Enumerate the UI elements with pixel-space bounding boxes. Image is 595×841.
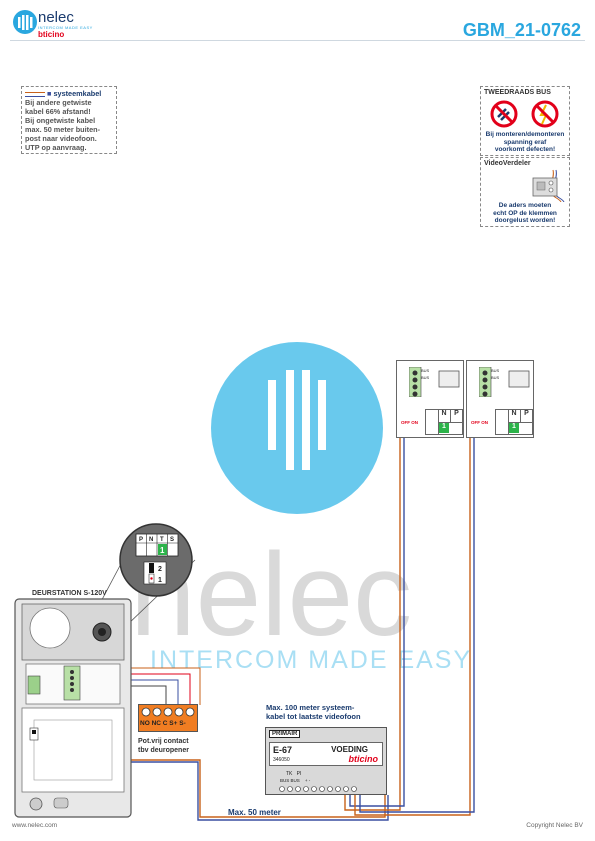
brand-slogan: INTERCOM MADE EASY: [38, 25, 93, 30]
no-voltage-icon: [531, 100, 559, 128]
video-panel-title: VideoVerdeler: [484, 160, 531, 167]
door-station: [14, 598, 132, 818]
note-line: UTP op aanvraag.: [25, 143, 87, 152]
cable-legend: ■ systeemkabel: [25, 89, 113, 98]
videophone-1-address-table: N P 1: [425, 409, 463, 435]
power-terminal-labels: BUS BUS + -: [280, 778, 311, 783]
videophone-1-front: [409, 367, 460, 397]
dip-label-n: N: [149, 537, 153, 543]
dip-switch-zoom: P N T S 1 2 1: [119, 523, 193, 597]
videophone-2-switch: OFF ON: [471, 420, 488, 425]
no-plug-icon: [490, 100, 518, 128]
dip-label-t: T: [160, 537, 164, 543]
watermark-circle: [211, 342, 383, 514]
brand-name: nelec: [38, 9, 74, 26]
dip-label-p: P: [139, 537, 143, 543]
videophone-1-switch: OFF ON: [401, 420, 418, 425]
bus-warning-panel: TWEEDRAADS BUS Bij monteren/demonteren s…: [480, 86, 570, 156]
note-line: Bij andere getwiste: [25, 98, 92, 107]
bus-panel-caption: Bij monteren/demonteren spanning eraf vo…: [485, 131, 565, 153]
power-bottom-labels: TK PI: [286, 771, 302, 777]
dip-value: 1: [160, 546, 165, 555]
vp2-wire-orange: [354, 425, 471, 816]
document-number: GBM_21-0762: [462, 20, 581, 40]
door-station-title: DEURSTATION S-120V: [32, 590, 107, 597]
header-divider: [10, 40, 585, 41]
power-brand: bticino: [348, 754, 379, 764]
power-model: E-67: [273, 745, 293, 755]
relay-caption: Pot.vrij contact tbv deuropener: [138, 738, 189, 754]
footer-copyright: Copyright Nelec BV: [526, 822, 583, 829]
dip-label-s: S: [170, 537, 174, 543]
jumper-block: [143, 561, 167, 585]
dip-value-cell: [158, 544, 167, 555]
footer-website: www.nelec.com: [12, 822, 58, 829]
videophone-1-screen: [438, 370, 460, 388]
power-supply: PRIMAIR E-67 VOEDING bticino 346050 TK P…: [265, 727, 387, 795]
note-line: Bij ongetwiste kabel: [25, 116, 96, 125]
bus-panel-title: TWEEDRAADS BUS: [484, 89, 551, 96]
power-terminals: [279, 786, 357, 792]
cable-length-note: Max. 50 meter: [228, 808, 281, 817]
vp2-wire-blue: [359, 425, 475, 813]
video-distributor-panel: VideoVerdeler De aders moeten echt OP de…: [480, 157, 570, 227]
videophone-2-screen: [508, 370, 530, 388]
relay-terminal-labels: NO NC C S+ S-: [140, 720, 186, 727]
power-label-panel: E-67 VOEDING bticino 346050: [269, 742, 383, 766]
no-power-icons: [490, 100, 559, 128]
relay-screws: [141, 707, 195, 717]
vp1-wire-blue: [349, 425, 405, 807]
power-max-note: Max. 100 meter systeem- kabel tot laatst…: [266, 703, 361, 721]
jumper-label-1: 1: [158, 577, 162, 584]
power-name: VOEDING: [331, 745, 368, 754]
videophone-2-address-table: N P 1: [495, 409, 533, 435]
note-line: kabel 66% afstand!: [25, 107, 91, 116]
mic-icon: [29, 797, 43, 811]
distributor-icon: [532, 169, 565, 202]
power-code: 346050: [273, 757, 290, 763]
relay-module: NO NC C S+ S-: [138, 704, 198, 732]
videophone-2-front: [479, 367, 530, 397]
note-line: post naar videofoon.: [25, 134, 97, 143]
jumper-label-2: 2: [158, 566, 162, 573]
vp1-wire-orange: [344, 425, 401, 811]
primary-label: PRIMAIR: [269, 730, 301, 738]
nelec-logo-icon: [13, 10, 37, 34]
speaker: [29, 607, 71, 649]
partner-brand: bticino: [38, 30, 65, 39]
video-panel-caption: De aders moeten echt OP de klemmen doorg…: [493, 202, 557, 224]
cable-note-box: ■ systeemkabel Bij andere getwiste kabel…: [21, 86, 117, 154]
note-line: max. 50 meter buiten-: [25, 125, 101, 134]
watermark-slogan: INTERCOM MADE EASY: [150, 646, 472, 674]
